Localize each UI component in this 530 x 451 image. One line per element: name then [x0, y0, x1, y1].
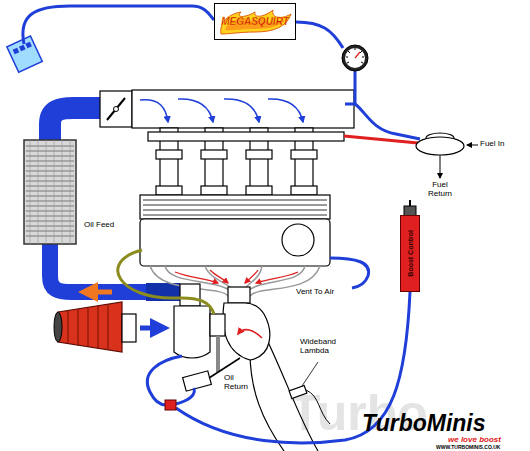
flow-label: Fuel Return: [423, 181, 457, 199]
flow-arrow: [245, 270, 258, 283]
airflow-arrow: [140, 100, 168, 122]
inlet-runners: [148, 128, 344, 196]
gauge-ticks: [346, 48, 364, 63]
line-label: Oil Feed: [84, 221, 134, 230]
filter-pleats: [68, 304, 108, 350]
sensor-pin: [19, 45, 26, 52]
intercooler-fins: [30, 140, 70, 244]
airflow-arrow: [268, 99, 303, 122]
gauge-face: [345, 48, 365, 68]
part-label: Wideband Lambda: [300, 338, 345, 356]
gauge-needle: [355, 52, 360, 58]
leader-line: [302, 362, 318, 386]
intercooler-fins: [26, 146, 74, 236]
filter-end-cap: [54, 312, 62, 342]
exhaust-flow: [175, 270, 298, 283]
runner-flange: [201, 186, 227, 195]
controller-stem: [409, 200, 411, 206]
flow-label: Fuel In: [480, 140, 525, 149]
throttle-spindle: [114, 107, 119, 112]
airflow-arrow: [224, 99, 259, 122]
flow-arrow: [467, 145, 478, 146]
turbo-centre-housing: [210, 314, 225, 336]
boost-hose: [176, 388, 194, 404]
airflow-arrow: [88, 290, 112, 295]
engine-block: [140, 219, 330, 266]
intercooler: [24, 140, 76, 244]
turbine-housing: [223, 303, 270, 360]
compressor-housing: [174, 306, 210, 358]
breather-hose: [330, 258, 369, 288]
boost-gauge: [342, 45, 368, 71]
flow-arrow: [238, 330, 262, 338]
part-label: Boost Control: [407, 230, 414, 277]
boost-controller-box: Boost Control: [400, 215, 420, 292]
boost-tee: [165, 400, 176, 410]
flow-arrow: [440, 155, 441, 178]
ecu-logo-box: MEGASQUIRT: [214, 3, 296, 40]
oil-return-line: [216, 336, 220, 372]
sensor-wire: [23, 6, 214, 44]
runner-flange: [246, 186, 272, 195]
brand-slogan: we love boost: [448, 436, 528, 445]
vacuum-hoses: [23, 6, 420, 443]
line-label: Vent To Air: [296, 288, 351, 297]
oil-feed-line: [118, 250, 214, 314]
runner-flange: [291, 186, 317, 195]
brand-logo: TurboMinis: [362, 412, 527, 435]
airflow-arrow: [178, 99, 213, 122]
engine-pulley: [282, 224, 314, 256]
throttle-body: [100, 91, 132, 127]
flame-shape: [221, 10, 291, 34]
injector-boss: [246, 150, 272, 159]
vacuum-hose: [355, 104, 420, 139]
wastegate-actuator: [183, 371, 212, 391]
injector-boss: [201, 150, 227, 159]
plenum-airflow: [140, 99, 303, 122]
head-ribs: [143, 200, 327, 215]
website-address: WWW.TURBOMINIS.CO.UK: [436, 445, 530, 451]
exhaust-collector: [228, 287, 250, 303]
line-label: Oil Return: [224, 374, 254, 392]
runner-flange: [156, 186, 182, 195]
compressor-outlet: [180, 284, 200, 306]
vacuum-hose: [296, 22, 343, 48]
sensor-pin: [25, 42, 32, 49]
injector-boss: [156, 150, 182, 159]
filter-neck: [122, 314, 136, 342]
airflow-arrow: [140, 326, 160, 331]
vacuum-hose: [345, 71, 355, 104]
fuel-pressure-regulator: [416, 137, 464, 155]
inlet-plenum: [132, 90, 354, 128]
sensor-pin: [13, 48, 20, 55]
flow-arrow: [175, 272, 218, 283]
fuel-rail: [148, 132, 344, 141]
flow-arrow: [256, 272, 298, 283]
throttle-butterfly: [107, 98, 125, 120]
injector-boss: [291, 150, 317, 159]
flow-arrow: [210, 270, 228, 283]
air-filter: [58, 302, 122, 352]
cylinder-head: [140, 195, 330, 219]
logo-text: MEGASQUIRT: [221, 17, 289, 27]
boost-hose: [147, 356, 182, 405]
intake-pipe: [50, 108, 101, 142]
